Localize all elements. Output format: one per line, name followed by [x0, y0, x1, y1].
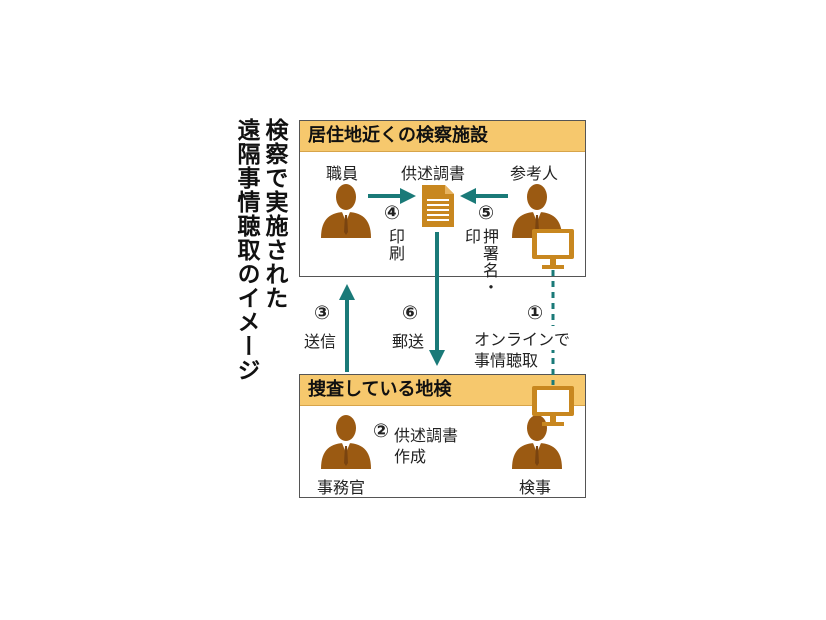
step-2-text-line2: 作成: [394, 447, 427, 466]
staff-person-icon: [321, 184, 371, 238]
investigating-office-header: 捜査している地検: [300, 375, 585, 406]
step-6-number: ⑥: [402, 302, 419, 324]
step-3-number: ③: [314, 302, 331, 324]
diagram-title: 検察で実施された 遠隔事情聴取のイメージ: [232, 118, 288, 408]
document-label: 供述調書: [401, 164, 466, 183]
step-5-text-col1: 押署名・: [480, 228, 499, 296]
step-4-text: 印刷: [386, 228, 405, 262]
prosecutor-label: 検事: [519, 478, 552, 497]
step-1-text-line1: オンラインで: [474, 326, 571, 350]
step-4-number: ④: [384, 202, 401, 224]
title-line-2: 遠隔事情聴取のイメージ: [233, 118, 259, 382]
step-5-text-col2: 印: [462, 228, 481, 245]
clerk-person-icon: [321, 415, 371, 469]
step-6-text: 郵送: [392, 332, 425, 351]
local-facility-header: 居住地近くの検察施設: [300, 121, 585, 152]
monitor-icon-witness: [532, 229, 574, 269]
staff-label: 職員: [326, 164, 359, 183]
monitor-icon-prosecutor: [532, 386, 574, 426]
step-1-number: ①: [527, 302, 544, 324]
clerk-label: 事務官: [317, 478, 366, 497]
prosecutor-person-icon: [512, 415, 562, 469]
step-5-number: ⑤: [478, 202, 495, 224]
step-3-text: 送信: [304, 332, 337, 351]
document-icon: [422, 185, 454, 227]
witness-label: 参考人: [510, 164, 559, 183]
title-line-1: 検察で実施された: [261, 118, 287, 310]
step-1-text-line2: 事情聴取: [474, 347, 539, 371]
step-2-number: ②: [373, 420, 390, 442]
step-2-text-line1: 供述調書: [394, 426, 459, 445]
